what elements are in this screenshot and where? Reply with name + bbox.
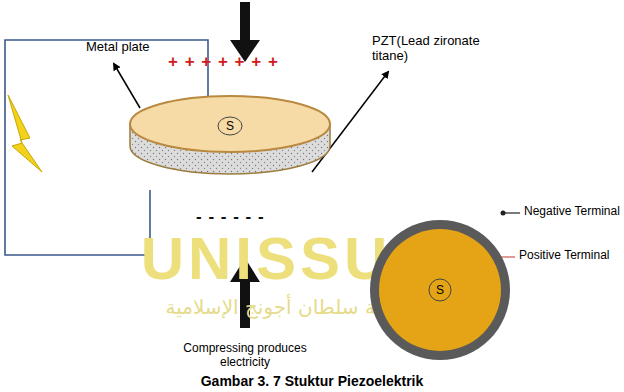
caption-note: Compressing produces electricity	[175, 342, 315, 370]
negative-ring	[370, 220, 510, 360]
node-text: S	[226, 119, 234, 133]
s-mark	[218, 117, 242, 135]
part-label: PZT(Lead zironate titane)	[372, 34, 490, 64]
leader-dot	[501, 211, 506, 216]
lightning-bolt	[8, 95, 42, 172]
s-mark	[429, 279, 451, 301]
terminal-view: S	[368, 218, 512, 362]
metal-plate	[130, 96, 330, 152]
node-outline	[128, 92, 332, 178]
positive-disc	[379, 229, 501, 351]
node-text: S	[436, 283, 444, 297]
charge-signs: - - - - - -	[196, 207, 306, 227]
terminal-label: Positive Terminal	[519, 249, 623, 263]
leader-line	[503, 212, 520, 213]
piezo-disc: S	[128, 92, 332, 178]
leader-line	[114, 64, 140, 108]
charge-signs: + + + + + + +	[168, 52, 318, 72]
part-label: Metal plate	[86, 40, 176, 55]
figure-caption: Gambar 3. 7 Stuktur Piezoelektrik	[0, 373, 624, 389]
terminal-label: Negative Terminal	[524, 205, 624, 219]
